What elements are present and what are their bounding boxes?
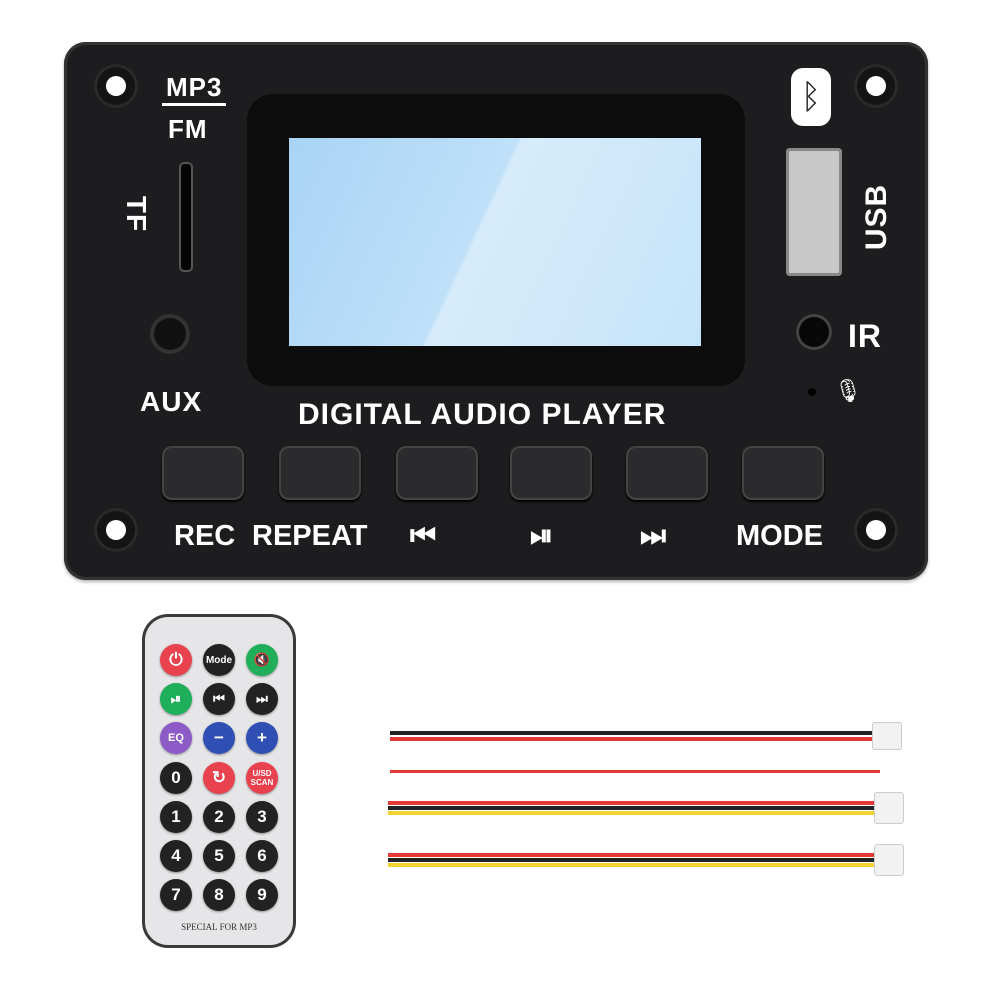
previous-button[interactable] xyxy=(396,446,478,500)
play-pause-button[interactable] xyxy=(510,446,592,500)
cable-1-connector xyxy=(872,722,902,750)
lcd-screen xyxy=(289,138,701,346)
key-7[interactable]: 7 xyxy=(160,879,192,911)
rec-button[interactable] xyxy=(162,446,244,500)
play-pause-key[interactable]: ⏯ xyxy=(160,683,192,715)
mount-hole-bottom-right xyxy=(854,508,898,552)
volume-down-key[interactable]: − xyxy=(203,722,235,754)
key-9[interactable]: 9 xyxy=(246,879,278,911)
next-button[interactable] xyxy=(626,446,708,500)
ir-receiver xyxy=(796,314,832,350)
aux-label: AUX xyxy=(140,386,203,417)
next-key[interactable]: ⏭ xyxy=(246,683,278,715)
mount-hole-bottom-left xyxy=(94,508,138,552)
remote-footer-text: SPECIAL FOR MP3 xyxy=(181,922,257,932)
lcd-frame xyxy=(247,94,745,386)
fm-label: FM xyxy=(168,114,208,144)
tf-label: TF xyxy=(121,195,153,233)
key-3[interactable]: 3 xyxy=(246,801,278,833)
mode-key[interactable]: Mode xyxy=(203,644,235,676)
previous-icon: ⏮ xyxy=(410,520,437,552)
mp3-label: MP3 xyxy=(162,72,227,106)
bluetooth-icon: ᛒ xyxy=(791,68,831,126)
mount-hole-top-left xyxy=(94,64,138,108)
aux-jack[interactable] xyxy=(150,314,190,354)
power-key[interactable]: ⏻ xyxy=(160,644,192,676)
repeat-button[interactable] xyxy=(279,446,361,500)
key-5[interactable]: 5 xyxy=(203,840,235,872)
usb-port[interactable] xyxy=(786,148,842,276)
next-icon: ⏭ xyxy=(640,520,667,552)
mute-key[interactable]: 🔇 xyxy=(246,644,278,676)
key-6[interactable]: 6 xyxy=(246,840,278,872)
previous-key[interactable]: ⏮ xyxy=(203,683,235,715)
microphone-hole xyxy=(808,388,816,396)
brand-text: DIGITAL AUDIO PLAYER xyxy=(298,398,667,431)
ir-remote-control: ⏻ Mode 🔇 ⏯ ⏮ ⏭ EQ − + 0 ↻ U/SD SCAN 1 2 … xyxy=(142,614,296,948)
key-1[interactable]: 1 xyxy=(160,801,192,833)
mount-hole-top-right xyxy=(854,64,898,108)
tf-card-slot[interactable] xyxy=(179,162,193,272)
microphone-icon: 🎙 xyxy=(834,378,862,403)
ir-label: IR xyxy=(848,318,882,354)
key-2[interactable]: 2 xyxy=(203,801,235,833)
mp3-module-board: MP3 FM TF AUX ᛒ USB IR 🎙 DIGITAL AUDIO P… xyxy=(64,42,928,580)
mode-button[interactable] xyxy=(742,446,824,500)
volume-up-key[interactable]: + xyxy=(246,722,278,754)
cable-3-connector xyxy=(874,792,904,824)
play-pause-icon: ⏯ xyxy=(530,520,554,552)
cable-4-connector xyxy=(874,844,904,876)
key-8[interactable]: 8 xyxy=(203,879,235,911)
repeat-key[interactable]: ↻ xyxy=(203,762,235,794)
key-4[interactable]: 4 xyxy=(160,840,192,872)
eq-key[interactable]: EQ xyxy=(160,722,192,754)
usb-label: USB xyxy=(860,183,894,251)
rec-label: REC xyxy=(174,520,236,552)
usd-scan-key[interactable]: U/SD SCAN xyxy=(246,762,278,794)
repeat-label: REPEAT xyxy=(252,520,368,552)
key-0[interactable]: 0 xyxy=(160,762,192,794)
mode-label: MODE xyxy=(736,520,823,552)
